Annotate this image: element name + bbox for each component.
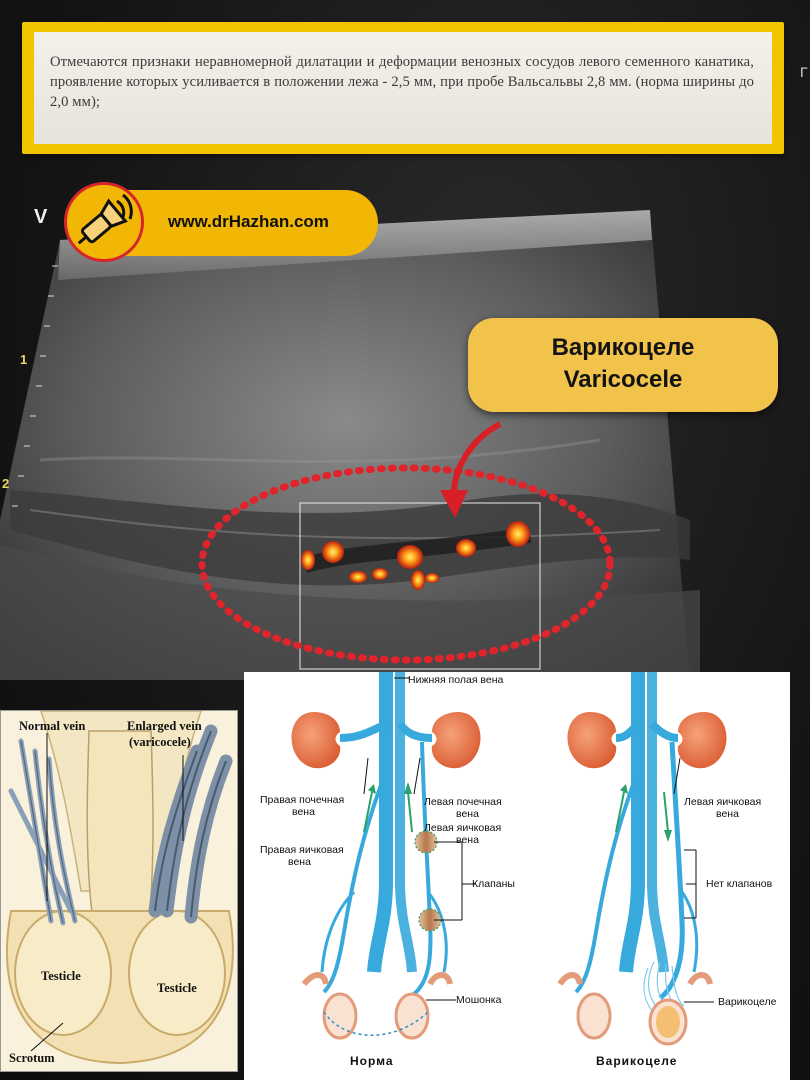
label-left-renal-2: вена (456, 808, 479, 820)
label-left-testicular-b1: Левая яичковая (684, 796, 762, 808)
ultrasound-probe-icon (64, 182, 144, 262)
label-scrotum-ru: Мошонка (456, 994, 502, 1006)
report-text: Отмечаются признаки неравномерной дилата… (50, 54, 754, 110)
label-testicle-left: Testicle (41, 969, 81, 983)
doppler-flow-spot (411, 570, 425, 590)
doppler-flow-spot (456, 539, 476, 557)
kidney-right (291, 712, 341, 769)
depth-label-1: 1 (20, 352, 28, 367)
website-badge[interactable]: www.drHazhan.com (64, 182, 378, 264)
doppler-flow-spot (349, 571, 367, 583)
varicocele-highlight-ellipse (198, 464, 614, 664)
doppler-flow-spot (301, 550, 315, 570)
scrotum-illustration: Normal vein Enlarged vein (varicocele) T… (0, 710, 238, 1072)
edge-glyph: Г (800, 64, 808, 80)
caption-varicocele: Варикоцеле (596, 1054, 678, 1068)
label-varicocele-ru: Варикоцеле (718, 996, 777, 1008)
doppler-flow-spot (506, 521, 530, 547)
kidney-left (431, 712, 481, 769)
label-varicocele: (varicocele) (129, 735, 191, 749)
label-valves: Клапаны (472, 878, 515, 890)
doppler-flow-spot (425, 573, 439, 583)
callout-title-ru: Варикоцеле (551, 334, 695, 361)
doppler-flow-spot (322, 541, 344, 563)
doppler-flow-spot (372, 568, 388, 580)
venous-drawing (291, 672, 727, 1046)
orientation-marker: V (34, 206, 48, 228)
label-left-testicular-2: вена (456, 834, 479, 846)
label-right-testicular-2: вена (288, 856, 311, 868)
label-normal-vein: Normal vein (19, 719, 86, 733)
label-testicle-right: Testicle (157, 981, 197, 995)
callout-title-en: Varicocele (563, 366, 683, 393)
label-left-testicular-1: Левая яичковая (424, 822, 502, 834)
doppler-flow-spot (397, 545, 423, 569)
label-right-testicular-1: Правая яичковая (260, 844, 344, 856)
label-scrotum: Scrotum (9, 1051, 55, 1065)
depth-label-2: 2 (2, 476, 10, 491)
report-frame: Отмечаются признаки неравномерной дилата… (22, 22, 784, 154)
varicocele-callout: Варикоцеле Varicocele (468, 318, 778, 412)
ultrasound-image (0, 210, 700, 680)
scrotum-drawing (1, 711, 237, 1071)
label-right-renal-2: вена (292, 806, 315, 818)
label-left-renal-1: Левая почечная (424, 796, 502, 808)
report-paper: Отмечаются признаки неравномерной дилата… (34, 32, 772, 144)
label-left-testicular-b2: вена (716, 808, 739, 820)
label-no-valves: Нет клапанов (706, 878, 773, 890)
label-enlarged-vein: Enlarged vein (127, 719, 202, 733)
label-right-renal-1: Правая почечная (260, 794, 345, 806)
label-ivc: Нижняя полая вена (408, 674, 504, 686)
website-label: www.drHazhan.com (168, 212, 329, 231)
caption-normal: Норма (350, 1054, 394, 1068)
venous-diagram: Нижняя полая вена Правая почечная вена Л… (244, 672, 790, 1080)
